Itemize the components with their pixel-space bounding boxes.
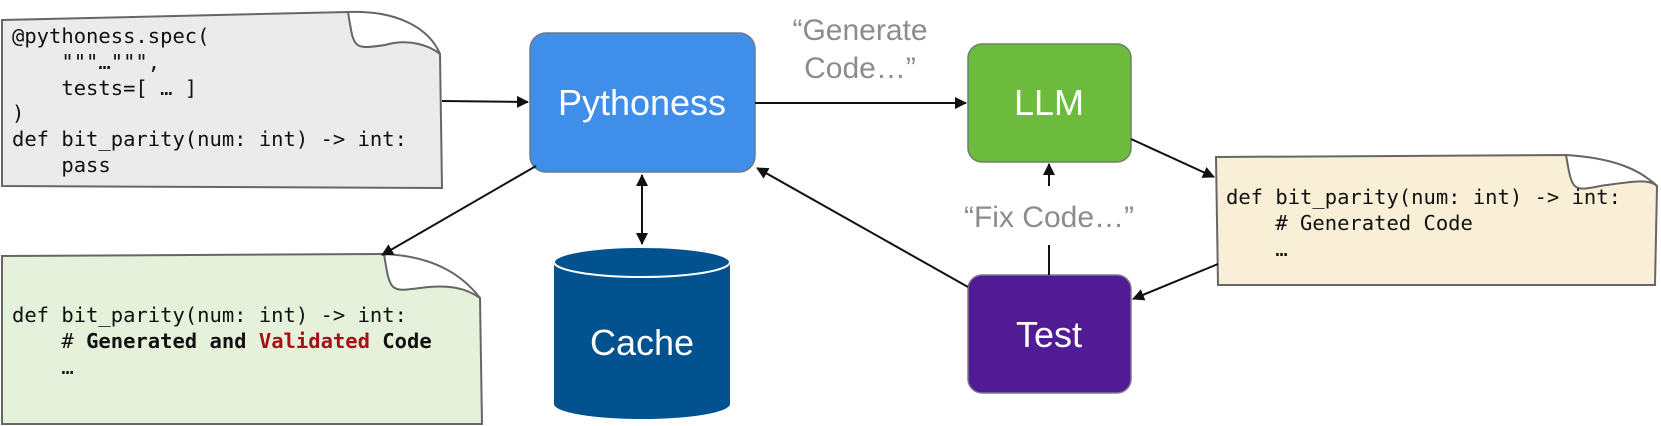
generated-note-fold: [1565, 154, 1658, 187]
generated-code-note: def bit_parity(num: int) -> int: # Gener…: [1214, 153, 1659, 286]
input-note-line-2: """…""",: [12, 50, 160, 74]
cache-node: Cache: [553, 246, 731, 419]
input-note-line-4: ): [12, 101, 24, 125]
generated-note-line-2: # Generated Code: [1226, 211, 1473, 235]
fix-code-label: “Fix Code…”: [964, 201, 1134, 234]
llm-label: LLM: [1014, 82, 1084, 123]
input-note-line-1: @pythoness.spec(: [12, 24, 209, 48]
input-spec-note: @pythoness.spec( """…""", tests=[ … ] ) …: [0, 10, 444, 190]
generated-note-line-3: …: [1226, 237, 1288, 261]
llm-node: LLM: [967, 43, 1132, 163]
generate-code-label-line-2: Code…”: [804, 52, 916, 85]
input-note-shape: [0, 10, 444, 190]
cache-label: Cache: [590, 322, 694, 363]
cache-body: [554, 262, 730, 419]
generate-code-label-line-1: “Generate: [792, 14, 927, 47]
generated-note-line-1: def bit_parity(num: int) -> int:: [1226, 185, 1621, 209]
output-note-line-3: …: [12, 355, 74, 379]
arrow-llm-to-generated: [1130, 138, 1215, 178]
arrows: [381, 95, 1219, 301]
arrow-test-to-pythoness: [756, 167, 969, 288]
arrow-spec-to-pythoness: [441, 95, 529, 108]
arrow-generated-to-test: [1132, 263, 1219, 301]
output-comment-bold-1: Generated and: [86, 329, 259, 353]
input-note-line-6: pass: [12, 153, 111, 177]
output-comment-prefix: #: [12, 329, 86, 353]
output-note-line-2: # Generated and Validated Code: [12, 329, 432, 353]
input-note-line-3: tests=[ … ]: [12, 76, 197, 100]
arrow-pythoness-to-output: [381, 165, 537, 256]
input-note-fold: [347, 10, 441, 55]
output-validated-note: def bit_parity(num: int) -> int: # Gener…: [1, 252, 484, 425]
output-note-fold: [383, 253, 481, 299]
test-label: Test: [1016, 314, 1082, 355]
output-note-line-1: def bit_parity(num: int) -> int:: [12, 303, 407, 327]
cache-top: [553, 246, 731, 278]
input-note-line-5: def bit_parity(num: int) -> int:: [12, 127, 407, 151]
pythoness-node: Pythoness: [529, 32, 756, 173]
test-node: Test: [967, 274, 1132, 394]
pythoness-label: Pythoness: [558, 82, 726, 123]
llm-box: [967, 43, 1132, 163]
output-comment-bold-2: Code: [370, 329, 432, 353]
output-comment-validated: Validated: [259, 329, 370, 353]
